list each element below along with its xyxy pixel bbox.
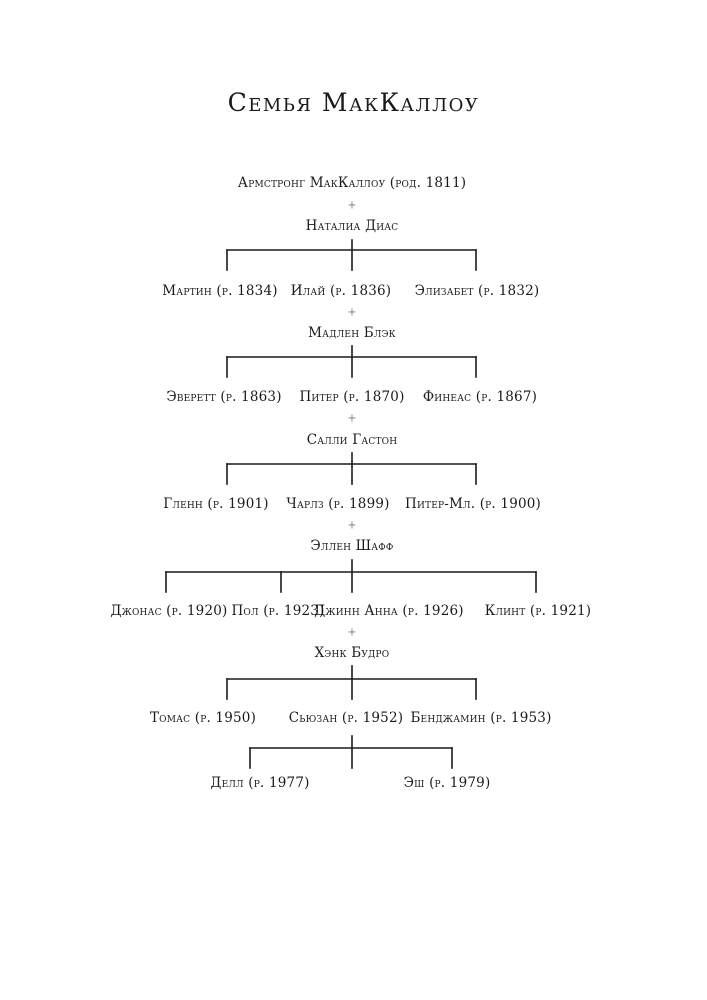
- spouse-madlen: Мадлен Блэк: [308, 325, 396, 341]
- person-armstrong: Армстронг МакКаллоу (род. 1811): [237, 175, 467, 191]
- child-martin: Мартин (р. 1834): [162, 283, 278, 299]
- marriage-plus: +: [347, 305, 357, 319]
- child-clint: Клинт (р. 1921): [484, 603, 592, 619]
- page-title: Семья МакКаллоу: [227, 88, 480, 117]
- child-peter: Питер (р. 1870): [299, 389, 405, 405]
- child-phineas: Финеас (р. 1867): [422, 389, 538, 405]
- child-glenn: Гленн (р. 1901): [163, 496, 269, 512]
- spouse-sally: Салли Гастон: [306, 432, 398, 448]
- child-jonas: Джонас (р. 1920): [110, 603, 228, 619]
- child-paul: Пол (р. 1923): [231, 603, 325, 619]
- marriage-plus: +: [347, 198, 357, 212]
- child-eli: Илай (р. 1836): [290, 283, 392, 299]
- child-elizabeth: Элизабет (р. 1832): [414, 283, 540, 299]
- child-charles: Чарлз (р. 1899): [286, 496, 390, 512]
- spouse-hank: Хэнк Будро: [314, 645, 390, 661]
- child-ash: Эш (р. 1979): [403, 775, 491, 791]
- child-jinn-anna: Джинн Анна (р. 1926): [314, 603, 464, 619]
- child-dell: Делл (р. 1977): [210, 775, 310, 791]
- marriage-plus: +: [347, 518, 357, 532]
- marriage-plus: +: [347, 625, 357, 639]
- child-benjamin: Бенджамин (р. 1953): [410, 710, 552, 726]
- marriage-plus: +: [347, 411, 357, 425]
- child-everett: Эверетт (р. 1863): [166, 389, 282, 405]
- child-peter-jr: Питер-Мл. (р. 1900): [404, 496, 542, 512]
- child-susan: Сьюзан (р. 1952): [288, 710, 404, 726]
- spouse-ellen: Эллен Шафф: [310, 538, 394, 554]
- spouse-natalia: Наталиа Диас: [305, 218, 399, 234]
- child-thomas: Томас (р. 1950): [149, 710, 257, 726]
